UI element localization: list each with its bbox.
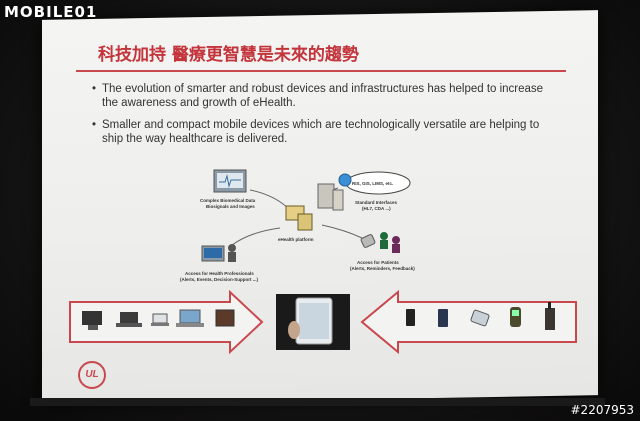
tablet-photo bbox=[276, 294, 350, 350]
netbook-device-icon bbox=[151, 313, 169, 326]
bullet-1-text: The evolution of smarter and robust devi… bbox=[102, 83, 544, 109]
ehealth-platform-icon bbox=[285, 205, 313, 231]
image-id-watermark: #2207953 bbox=[570, 403, 635, 417]
desktop-device-icon bbox=[82, 311, 102, 330]
site-logo-text: MOBILE01 bbox=[4, 3, 98, 21]
brick-phone-device-icon bbox=[545, 302, 555, 330]
ul-logo: UL bbox=[78, 361, 106, 389]
cloud-label: RIS, GIS, LIMS, etc. bbox=[352, 181, 393, 186]
tablet-device-icon bbox=[215, 309, 235, 327]
phone-device-icon bbox=[438, 309, 448, 327]
notebook-device-icon bbox=[176, 309, 204, 327]
laptop-device-icon bbox=[116, 312, 142, 327]
standard-label-1: Standard Interfaces bbox=[355, 200, 398, 205]
site-logo: MOBILE01 bbox=[4, 3, 97, 21]
screen-bottom-bezel bbox=[30, 398, 605, 406]
platform-label: eHealth platform bbox=[278, 237, 314, 242]
title-rule bbox=[76, 70, 566, 72]
connector-biomedical bbox=[249, 189, 291, 211]
bullet-2: •Smaller and compact mobile devices whic… bbox=[92, 119, 540, 145]
feature-phone-device-icon bbox=[510, 307, 521, 327]
patients-label-2: (Alerts, Reminders, Feedback) bbox=[350, 266, 415, 271]
biomedical-monitor-icon bbox=[213, 169, 247, 193]
professionals-label-2: (Alerts, Events, Decision-Support ...) bbox=[180, 277, 259, 282]
pda-device-icon bbox=[470, 309, 490, 327]
smartphone-device-icon bbox=[406, 309, 415, 326]
cloud-icon bbox=[338, 171, 411, 195]
slide-title: 科技加持 醫療更智慧是未來的趨勢 bbox=[98, 45, 359, 65]
professionals-label-1: Access for Health Professionals bbox=[185, 271, 254, 276]
professionals-icon bbox=[201, 244, 236, 262]
standard-label-2: (HL7, CDA ...) bbox=[362, 206, 391, 211]
ul-logo-text: UL bbox=[85, 369, 99, 380]
right-device-arrow bbox=[360, 289, 577, 355]
connector-professionals bbox=[231, 227, 281, 246]
connector-patients bbox=[321, 224, 363, 239]
biomedical-label-1: Complex Biomedical Data bbox=[200, 198, 256, 203]
patients-label-1: Access for Patients bbox=[357, 260, 399, 265]
biomedical-label-2: Biosignals and Images bbox=[206, 204, 255, 209]
server-icon bbox=[317, 183, 344, 211]
bullet-1: •The evolution of smarter and robust dev… bbox=[92, 83, 544, 109]
bullet-2-text: Smaller and compact mobile devices which… bbox=[102, 119, 540, 145]
patients-icon bbox=[360, 232, 400, 253]
